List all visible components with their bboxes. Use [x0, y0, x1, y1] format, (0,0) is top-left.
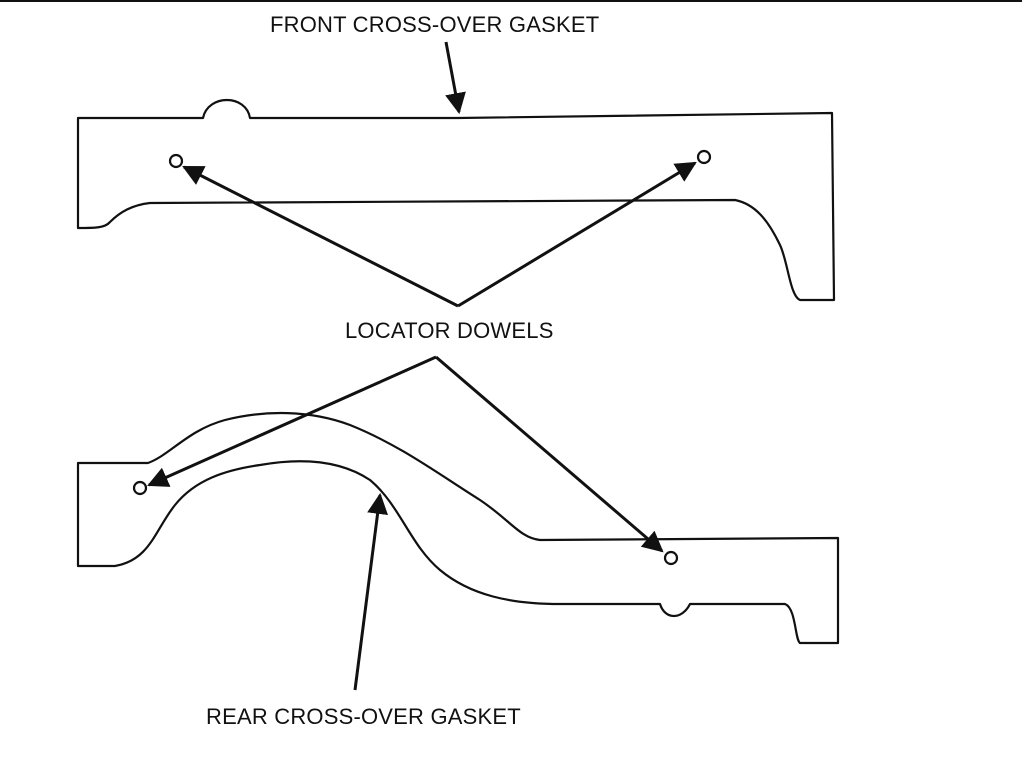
front-dowel-left	[168, 153, 184, 169]
rear-gasket-label: REAR CROSS-OVER GASKET	[206, 704, 521, 729]
dowel-arrow-front-left	[182, 165, 459, 308]
front-gasket	[76, 98, 836, 302]
leader-lines	[147, 41, 697, 691]
rear-gasket-arrow	[353, 492, 389, 691]
front-gasket-outline	[76, 98, 836, 302]
locator-dowels-label: LOCATOR DOWELS	[345, 318, 554, 343]
front-gasket-arrow	[444, 41, 466, 115]
dowel-arrow-rear-right	[435, 355, 664, 553]
dowel-arrow-front-right	[457, 161, 697, 308]
front-dowel-right	[696, 149, 712, 165]
rear-dowel-right	[663, 550, 679, 566]
dowel-arrow-rear-left	[147, 355, 437, 487]
rear-gasket	[76, 411, 840, 645]
rear-gasket-outline	[76, 411, 840, 645]
front-gasket-label: FRONT CROSS-OVER GASKET	[270, 12, 599, 37]
rear-dowel-left	[132, 480, 148, 496]
